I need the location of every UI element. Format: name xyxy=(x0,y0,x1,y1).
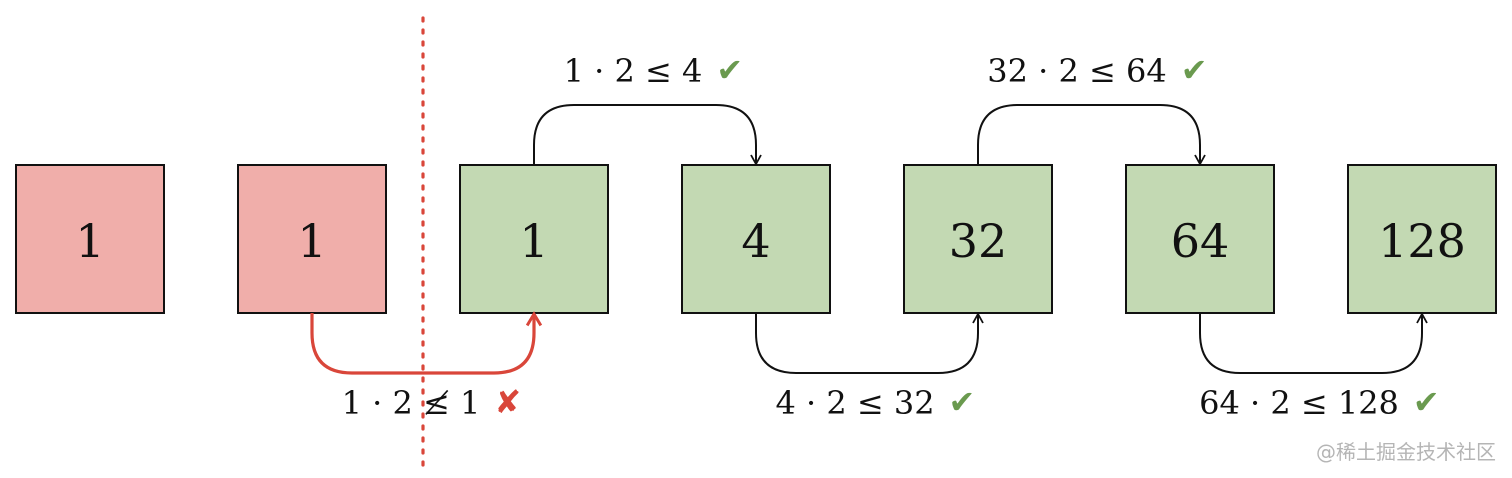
check-icon: ✔ xyxy=(1181,51,1208,89)
array-box-value: 128 xyxy=(1378,214,1466,268)
array-box-6: 128 xyxy=(1347,164,1497,314)
comparison-text: 1 · 2 ≤ 4 xyxy=(564,52,703,90)
array-box-2: 1 xyxy=(459,164,609,314)
array-box-1: 1 xyxy=(237,164,387,314)
comparison-arrow-2 xyxy=(755,312,984,374)
array-box-5: 64 xyxy=(1125,164,1275,314)
comparison-label-3: 32 · 2 ≤ 64 ✔ xyxy=(987,51,1207,90)
array-box-value: 1 xyxy=(297,214,326,268)
comparison-arrow-3 xyxy=(977,104,1206,166)
array-box-0: 1 xyxy=(15,164,165,314)
comparison-label-0: 1 · 2 ≰ 1 ✘ xyxy=(342,383,522,422)
array-box-rect xyxy=(1347,164,1497,314)
comparison-text: 64 · 2 ≤ 128 xyxy=(1199,384,1399,422)
watermark-text: @稀土掘金技术社区 xyxy=(1316,440,1496,464)
comparison-arrow-4 xyxy=(1199,312,1428,374)
array-box-value: 64 xyxy=(1171,214,1230,268)
array-box-4: 32 xyxy=(903,164,1053,314)
array-box-rect xyxy=(237,164,387,314)
comparison-label-1: 1 · 2 ≤ 4 ✔ xyxy=(564,51,744,90)
comparison-arrow-0 xyxy=(310,313,534,375)
array-box-value: 4 xyxy=(741,214,770,268)
check-icon: ✔ xyxy=(716,51,743,89)
array-box-3: 4 xyxy=(681,164,831,314)
check-icon: ✔ xyxy=(1413,383,1440,421)
cross-icon: ✘ xyxy=(494,383,521,421)
array-box-value: 1 xyxy=(519,214,548,268)
comparison-text: 1 · 2 ≰ 1 xyxy=(342,384,481,422)
check-icon: ✔ xyxy=(949,383,976,421)
comparison-label-2: 4 · 2 ≤ 32 ✔ xyxy=(775,383,975,422)
array-box-value: 32 xyxy=(949,214,1008,268)
comparison-text: 4 · 2 ≤ 32 xyxy=(775,384,934,422)
comparison-text: 32 · 2 ≤ 64 xyxy=(987,52,1166,90)
comparison-arrow-1 xyxy=(533,104,762,166)
comparison-label-4: 64 · 2 ≤ 128 ✔ xyxy=(1199,383,1440,422)
array-box-rect xyxy=(15,164,165,314)
array-box-value: 1 xyxy=(75,214,104,268)
